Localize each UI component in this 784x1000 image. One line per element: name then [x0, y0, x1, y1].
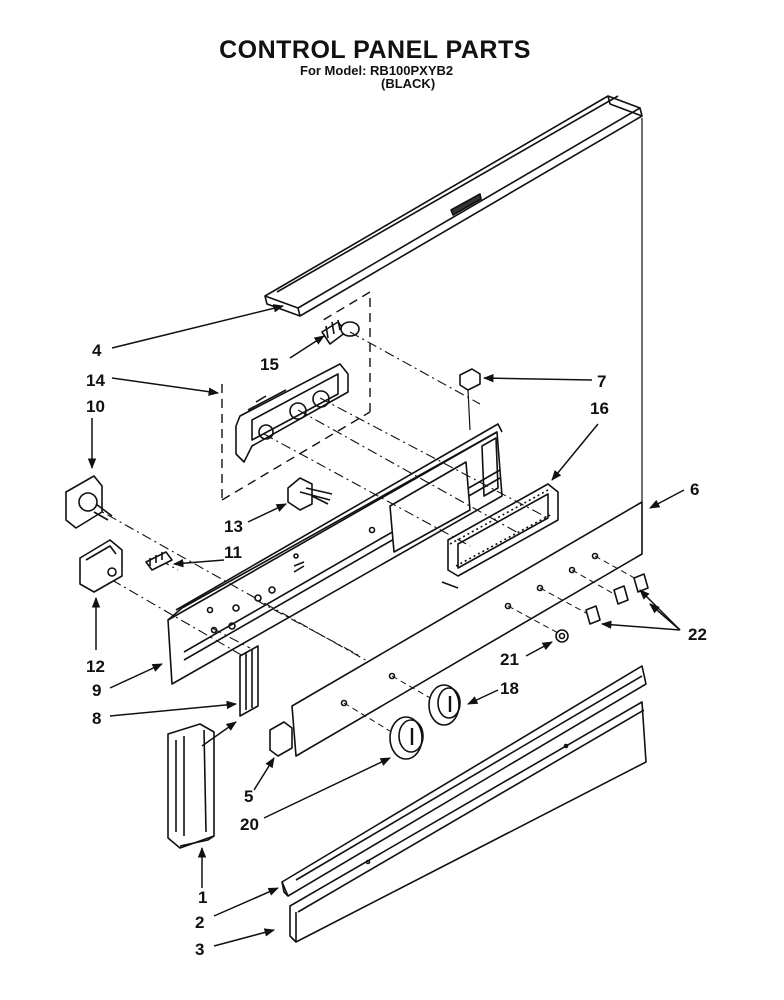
- leader-arrows: [87, 304, 685, 947]
- model-line: For Model: RB100PXYB2: [300, 63, 454, 78]
- switch-knob: [321, 319, 360, 345]
- callout-2: 2: [195, 913, 204, 932]
- spring-shaft: [145, 551, 173, 571]
- selector-switch: [79, 539, 123, 593]
- connector-clip: [459, 368, 481, 391]
- callout-20: 20: [240, 815, 259, 834]
- callout-16: 16: [590, 399, 609, 418]
- lower-trim-lower: [289, 701, 647, 943]
- callout-4: 4: [92, 341, 102, 360]
- callout-9: 9: [92, 681, 101, 700]
- page-title: CONTROL PANEL PARTS: [219, 36, 531, 64]
- control-knob-20: [389, 716, 424, 760]
- control-panel-overlay: [291, 501, 643, 757]
- control-knob-18: [428, 684, 461, 726]
- callout-labels: 1 2 3 4 5 6 7 8 9 10 11 12 13 14 15 16 1…: [86, 341, 707, 959]
- shaft-bracket: [287, 477, 333, 511]
- rotary-switch: [65, 475, 113, 529]
- spacer-block: [269, 721, 293, 757]
- callout-14: 14: [86, 371, 105, 390]
- small-knob: [555, 629, 569, 643]
- callout-11: 11: [224, 543, 242, 562]
- title-block: CONTROL PANEL PARTS: [0, 36, 750, 65]
- callout-21: 21: [500, 650, 519, 669]
- window-lens: [441, 483, 559, 589]
- mounting-bracket: [239, 645, 259, 717]
- alignment-lines: [89, 331, 549, 686]
- button-caps: [585, 573, 649, 625]
- lower-trim-upper: [281, 665, 647, 897]
- callout-3: 3: [195, 940, 204, 959]
- callout-6: 6: [690, 480, 699, 499]
- callout-12: 12: [86, 657, 105, 676]
- callout-10: 10: [86, 397, 105, 416]
- callout-13: 13: [224, 517, 243, 536]
- callout-18: 18: [500, 679, 519, 698]
- callout-5: 5: [244, 787, 253, 806]
- end-cap: [167, 723, 215, 849]
- control-panel-frame: [167, 423, 503, 685]
- console-top-trim: [264, 95, 643, 317]
- callout-22: 22: [688, 625, 707, 644]
- color-line: (BLACK): [381, 76, 436, 91]
- callout-7: 7: [597, 372, 606, 391]
- switch-bracket: [235, 363, 349, 463]
- callout-8: 8: [92, 709, 101, 728]
- callout-1: 1: [198, 888, 207, 907]
- callout-15: 15: [260, 355, 279, 374]
